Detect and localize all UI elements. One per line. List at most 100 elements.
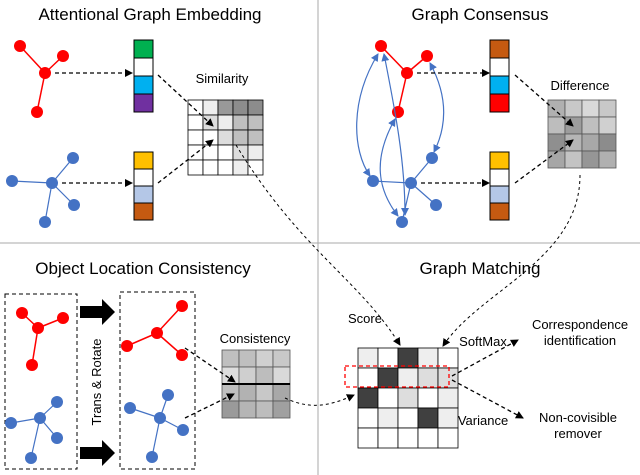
graph-node [154, 412, 166, 424]
graph-node [46, 177, 58, 189]
graph-node [421, 50, 433, 62]
matrix-cell [564, 150, 583, 169]
matrix-cell [217, 144, 234, 161]
matrix-cell [238, 400, 257, 419]
graph-node [176, 300, 188, 312]
graph-node [367, 175, 379, 187]
matrix-cell [187, 114, 204, 131]
consistency-to-score-arrow [284, 394, 355, 406]
dashed-arrow [514, 139, 574, 184]
matrix-cell [547, 116, 566, 135]
matrix-cell [217, 114, 234, 131]
graph-node [39, 67, 51, 79]
red-graph-bottom-left-transformed [121, 300, 188, 361]
red-graph-top-right [375, 40, 433, 118]
matrix-cell [247, 114, 264, 131]
matrix-cell [581, 133, 600, 152]
vector-cell [133, 168, 154, 187]
embedding-vector-bottom [133, 151, 154, 221]
selected-row-highlight [344, 365, 450, 388]
vector-cell [489, 185, 510, 204]
graph-node [176, 349, 188, 361]
dashed-arrow [157, 74, 214, 127]
similarity-matrix [187, 99, 264, 176]
matrix-cell [377, 347, 399, 369]
difference-label: Difference [550, 78, 609, 93]
graph-node [162, 389, 174, 401]
matrix-cell [221, 349, 240, 368]
matrix-cell [598, 133, 617, 152]
matrix-cell [187, 159, 204, 176]
score-label: Score [348, 311, 382, 326]
graph-node [121, 340, 133, 352]
noncovisible-label-line1: Non-covisible [539, 410, 617, 425]
graph-node [51, 396, 63, 408]
graph-node [57, 50, 69, 62]
right-arrow-icon [80, 299, 115, 325]
graph-node [31, 106, 43, 118]
vector-cell [133, 151, 154, 170]
graph-node [426, 152, 438, 164]
graph-node [430, 199, 442, 211]
matrix-cell [357, 427, 379, 449]
graph-node [67, 152, 79, 164]
graph-node [32, 322, 44, 334]
variance-label: Variance [458, 413, 508, 428]
matrix-cell [377, 387, 399, 409]
blue-graph-bottom-left-transformed [124, 389, 189, 463]
matrix-cell [581, 116, 600, 135]
matrix-cell [232, 129, 249, 146]
matrix-cell [221, 400, 240, 419]
title-attentional-graph-embedding: Attentional Graph Embedding [38, 5, 261, 24]
matrix-cell [357, 387, 379, 409]
graph-node [16, 307, 28, 319]
matrix-cell [272, 383, 291, 402]
matrix-cell [397, 407, 419, 429]
matrix-cell [547, 150, 566, 169]
vector-cell [133, 93, 154, 113]
graph-node [396, 216, 408, 228]
graph-node [151, 327, 163, 339]
matrix-cell [232, 99, 249, 116]
matrix-cell [564, 99, 583, 118]
graph-node [6, 175, 18, 187]
matrix-cell [397, 387, 419, 409]
matrix-cell [247, 159, 264, 176]
matrix-cell [247, 99, 264, 116]
graph-node [39, 216, 51, 228]
vector-cell [489, 151, 510, 170]
dashed-arrow [157, 139, 214, 184]
matrix-cell [581, 99, 600, 118]
graph-node [177, 424, 189, 436]
matrix-cell [437, 407, 459, 429]
matching-matrix [357, 347, 459, 449]
blue-graph-top-left [6, 152, 80, 228]
matrix-cell [437, 427, 459, 449]
blue-graph-bottom-left-source [5, 396, 63, 464]
matrix-cell [397, 367, 419, 389]
vector-cell [489, 75, 510, 95]
graph-node [146, 451, 158, 463]
dashed-arrow [514, 74, 574, 127]
matrix-cell [255, 349, 274, 368]
graph-node [26, 359, 38, 371]
matrix-cell [202, 99, 219, 116]
matrix-cell [437, 347, 459, 369]
vector-cell [489, 202, 510, 221]
title-graph-consensus: Graph Consensus [411, 5, 548, 24]
matrix-cell [232, 159, 249, 176]
vector-cell [489, 93, 510, 113]
matrix-cell [377, 407, 399, 429]
matrix-cell [417, 407, 439, 429]
matrix-cell [598, 116, 617, 135]
graph-node [401, 67, 413, 79]
matrix-cell [272, 366, 291, 385]
title-graph-matching: Graph Matching [420, 259, 541, 278]
vector-cell [489, 168, 510, 187]
matrix-cell [202, 114, 219, 131]
matrix-cell [377, 367, 399, 389]
matrix-cell [598, 99, 617, 118]
vector-cell [133, 57, 154, 77]
matrix-cell [417, 427, 439, 449]
matrix-cell [187, 144, 204, 161]
